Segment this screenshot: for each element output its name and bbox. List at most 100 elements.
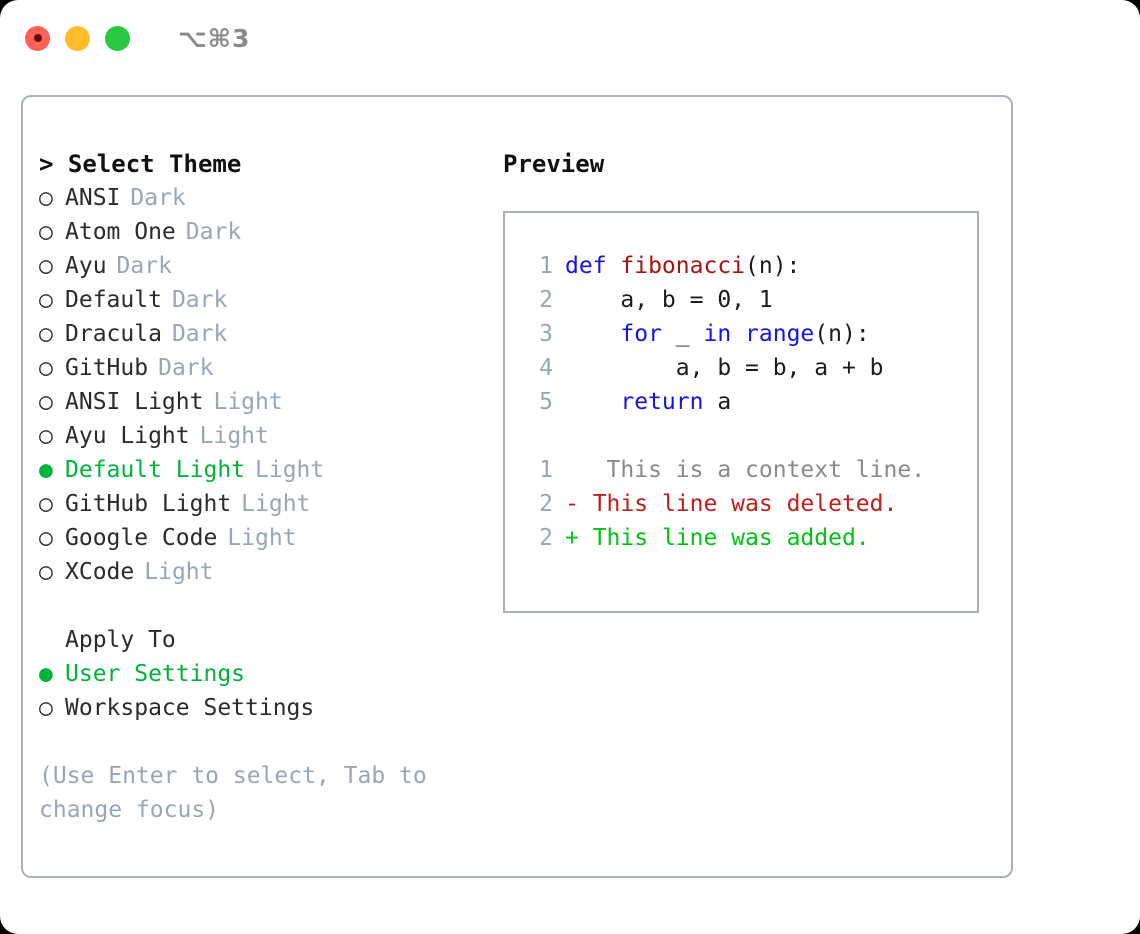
code-line: 2 a, b = 0, 1 <box>515 283 977 317</box>
code-line-number: 3 <box>539 321 553 347</box>
theme-option-label: Ayu <box>65 253 107 279</box>
theme-option-google-code[interactable]: ○ Google Code Light <box>39 521 499 555</box>
code-line-text: return a <box>565 385 731 419</box>
code-line-text: for _ in range(n): <box>565 317 869 351</box>
code-line: 5 return a <box>515 385 977 419</box>
diff-line-text: This line was added. <box>578 525 870 551</box>
minimize-button[interactable] <box>65 25 90 51</box>
theme-variant-badge: Dark <box>185 219 242 245</box>
theme-option-label: Ayu Light <box>65 423 190 449</box>
code-line-number: 4 <box>539 355 553 381</box>
code-token-plain: a <box>703 389 732 415</box>
radio-unselected-icon: ○ <box>39 695 53 721</box>
radio-unselected-icon: ○ <box>39 321 53 347</box>
radio-unselected-icon: ○ <box>39 559 53 585</box>
diff-sign <box>565 453 579 487</box>
radio-unselected-icon: ○ <box>39 491 53 517</box>
apply-to-title: Apply To <box>65 627 176 653</box>
radio-unselected-icon: ○ <box>39 253 53 279</box>
radio-unselected-icon: ○ <box>39 423 53 449</box>
theme-option-github[interactable]: ○ GitHub Dark <box>39 351 499 385</box>
diff-line: 1 This is a context line. <box>515 453 977 487</box>
diff-spacer <box>515 419 977 453</box>
radio-unselected-icon: ○ <box>39 389 53 415</box>
title-bar: ⌥⌘3 <box>0 0 1140 76</box>
theme-option-atom-one[interactable]: ○ Atom One Dark <box>39 215 499 249</box>
radio-selected-icon: ● <box>39 661 53 687</box>
diff-sample: 1 This is a context line.2- This line wa… <box>515 453 977 555</box>
code-token-plain: a, b = 0, 1 <box>565 287 773 313</box>
radio-unselected-icon: ○ <box>39 355 53 381</box>
radio-unselected-icon: ○ <box>39 185 53 211</box>
section-spacer <box>39 589 499 623</box>
theme-option-label: GitHub <box>65 355 149 381</box>
theme-variant-badge: Light <box>227 525 297 551</box>
radio-unselected-icon: ○ <box>39 219 53 245</box>
theme-option-ayu[interactable]: ○ Ayu Dark <box>39 249 499 283</box>
code-line-number: 5 <box>539 389 553 415</box>
theme-option-label: Default <box>65 287 162 313</box>
diff-line-number: 1 <box>539 457 553 483</box>
radio-unselected-icon: ○ <box>39 525 53 551</box>
apply-to-option-user-settings[interactable]: ● User Settings <box>39 657 499 691</box>
diff-line-number: 2 <box>539 525 553 551</box>
theme-variant-badge: Dark <box>130 185 186 211</box>
code-token-plain <box>565 321 620 347</box>
theme-option-label: Default Light <box>65 457 246 483</box>
code-token-plain: _ <box>661 321 704 347</box>
code-line: 1 def fibonacci(n): <box>515 249 977 283</box>
theme-option-label: GitHub Light <box>65 491 232 517</box>
apply-to-option-workspace-settings[interactable]: ○Workspace Settings <box>39 691 499 725</box>
diff-line: 2+ This line was added. <box>515 521 977 555</box>
window-controls <box>25 25 130 51</box>
code-line-number: 2 <box>539 287 553 313</box>
theme-variant-badge: Light <box>255 457 325 483</box>
code-line: 3 for _ in range(n): <box>515 317 977 351</box>
apply-to-option-label: User Settings <box>65 661 246 687</box>
theme-variant-badge: Dark <box>158 355 214 381</box>
theme-option-label: ANSI Light <box>65 389 204 415</box>
code-line-number: 1 <box>539 253 553 279</box>
theme-variant-badge: Dark <box>171 321 228 347</box>
code-token-plain: a, b = b, a + b <box>565 355 884 381</box>
theme-option-github-light[interactable]: ○ GitHub Light Light <box>39 487 499 521</box>
code-line-text: def fibonacci(n): <box>565 249 800 283</box>
code-token-kw: for <box>620 321 662 347</box>
code-token-kw: in <box>703 321 746 347</box>
theme-variant-badge: Light <box>241 491 311 517</box>
radio-unselected-icon: ○ <box>39 287 53 313</box>
radio-selected-icon: ● <box>39 457 53 483</box>
close-button[interactable] <box>25 25 50 51</box>
theme-option-default-light[interactable]: ● Default Light Light <box>39 453 499 487</box>
diff-line: 2- This line was deleted. <box>515 487 977 521</box>
keyboard-hint: (Use Enter to select, Tab to change focu… <box>39 763 441 823</box>
keyboard-shortcut-label: ⌥⌘3 <box>178 23 251 53</box>
diff-line-text: This line was deleted. <box>578 491 898 517</box>
preview-title: Preview <box>503 150 605 178</box>
code-token-plain: (n): <box>745 253 801 279</box>
apply-to-list: ● User Settings ○Workspace Settings <box>39 657 499 725</box>
theme-variant-badge: Dark <box>116 253 172 279</box>
diff-line-text: This is a context line. <box>578 457 926 483</box>
maximize-button[interactable] <box>105 25 130 51</box>
theme-option-label: Google Code <box>65 525 218 551</box>
code-line: 4 a, b = b, a + b <box>515 351 977 385</box>
code-token-plain <box>565 389 620 415</box>
theme-option-label: Atom One <box>65 219 176 245</box>
select-theme-title: > Select Theme <box>39 150 242 178</box>
code-line-text: a, b = 0, 1 <box>565 283 773 317</box>
code-token-kw: range <box>745 321 815 347</box>
code-token-kw: def <box>565 253 621 279</box>
